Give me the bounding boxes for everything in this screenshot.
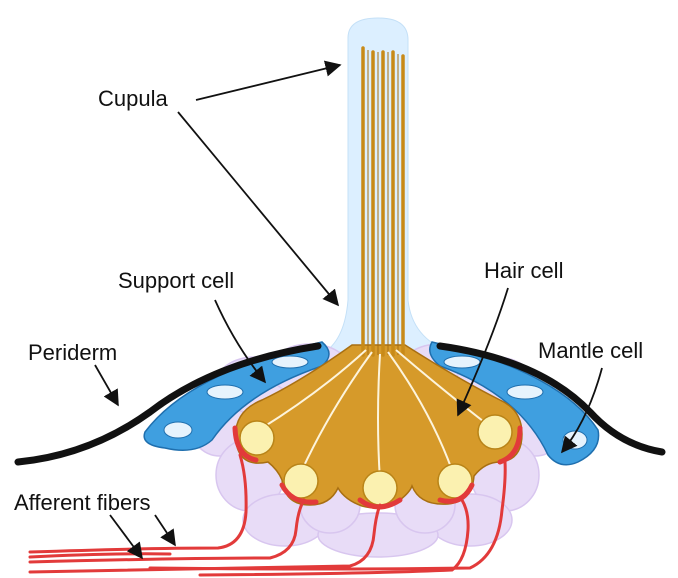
arrow-icon — [196, 65, 340, 100]
label-hair-cell: Hair cell — [484, 260, 563, 282]
label-mantle-cell: Mantle cell — [538, 340, 643, 362]
label-cupula: Cupula — [98, 88, 168, 110]
label-periderm: Periderm — [28, 342, 117, 364]
arrow-icon — [110, 515, 142, 558]
label-support-cell: Support cell — [118, 270, 234, 292]
afferent-fiber — [30, 554, 170, 557]
nucleus — [240, 421, 274, 455]
nucleus — [363, 471, 397, 505]
label-afferent-fibers: Afferent fibers — [14, 492, 151, 514]
arrow-icon — [95, 365, 118, 405]
arrow-icon — [155, 515, 175, 545]
nucleus — [478, 415, 512, 449]
